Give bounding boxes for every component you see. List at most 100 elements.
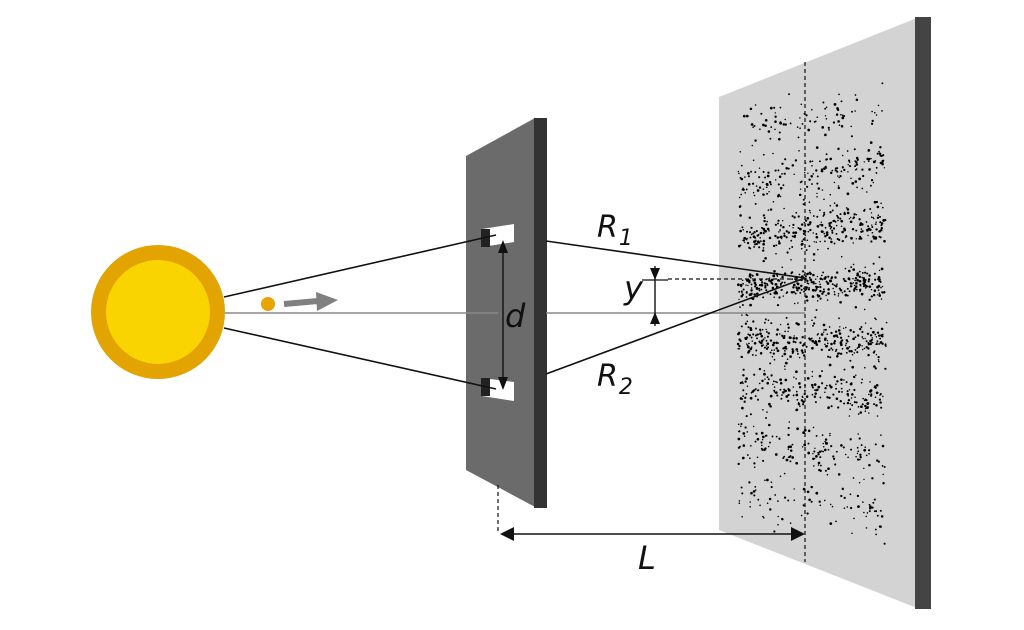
detection-dot: [864, 366, 866, 369]
detection-dot: [741, 516, 743, 518]
detection-dot: [872, 293, 876, 297]
detection-dot: [744, 322, 748, 325]
detection-dot: [806, 299, 809, 302]
detection-dot: [769, 208, 773, 211]
detection-dot: [880, 515, 884, 518]
detection-dot: [783, 365, 786, 367]
detection-dot: [852, 337, 855, 341]
detection-dot: [744, 396, 747, 399]
detection-dot: [761, 444, 763, 447]
detection-dot: [811, 319, 813, 322]
detection-dot: [738, 500, 741, 502]
detection-dot: [837, 216, 840, 219]
detection-dot: [784, 345, 787, 348]
detection-dot: [758, 367, 762, 371]
detection-dot: [738, 348, 741, 350]
detection-dot: [736, 342, 740, 346]
path-r1: [545, 240, 806, 279]
detection-dot: [764, 337, 766, 339]
detection-dot: [760, 341, 763, 345]
detection-dot: [878, 292, 881, 295]
detection-dot: [831, 349, 834, 351]
detection-dot: [781, 334, 784, 338]
detection-dot: [808, 178, 811, 181]
detection-dot: [742, 395, 745, 398]
detection-dot: [773, 389, 776, 392]
detection-dot: [791, 443, 794, 446]
detection-dot: [800, 247, 803, 250]
detection-dot: [807, 429, 811, 433]
detection-dot: [770, 374, 773, 377]
detection-dot: [868, 168, 871, 171]
detection-dot: [802, 203, 805, 206]
detection-dot: [848, 346, 851, 348]
detection-dot: [755, 349, 758, 352]
detection-dot: [819, 283, 821, 286]
detection-dot: [828, 224, 831, 227]
detection-dot: [763, 372, 766, 376]
detection-dot: [811, 289, 814, 291]
detection-dot: [749, 396, 753, 400]
detection-dot: [835, 204, 839, 207]
detection-dot: [793, 376, 795, 378]
detection-dot: [786, 323, 790, 326]
detection-dot: [853, 352, 856, 354]
detection-dot: [757, 241, 761, 244]
detection-dot: [870, 122, 874, 125]
detection-dot: [791, 246, 794, 248]
detection-dot: [838, 176, 840, 179]
detection-dot: [860, 381, 863, 384]
detection-dot: [761, 379, 764, 383]
detection-dot: [743, 236, 747, 240]
detection-dot: [833, 202, 836, 204]
detection-dot: [839, 399, 842, 403]
detection-dot: [858, 343, 861, 347]
detection-dot: [754, 489, 757, 491]
detection-dot: [764, 378, 766, 380]
detection-dot: [775, 341, 778, 345]
detection-dot: [807, 172, 809, 174]
detection-dot: [816, 275, 819, 278]
detection-dot: [737, 347, 740, 350]
detection-dot: [747, 172, 750, 175]
detection-dot: [838, 332, 842, 335]
detection-dot: [813, 457, 816, 460]
detection-dot: [753, 373, 756, 376]
detection-dot: [826, 282, 830, 285]
detection-dot: [860, 326, 863, 328]
detection-dot: [758, 167, 761, 169]
detection-dot: [813, 395, 817, 399]
detection-dot: [753, 494, 756, 497]
detection-dot: [855, 163, 859, 166]
detection-dot: [789, 455, 792, 457]
detection-dot: [769, 293, 772, 296]
detection-dot: [874, 333, 877, 336]
detection-dot: [840, 113, 842, 116]
detection-dot: [771, 343, 775, 347]
detection-dot: [759, 504, 761, 507]
detection-dot: [835, 271, 839, 274]
detection-dot: [738, 445, 741, 448]
detection-dot: [787, 448, 790, 450]
detection-dot: [817, 248, 819, 251]
detection-dot: [857, 450, 860, 453]
detection-dot: [779, 323, 782, 326]
detection-dot: [806, 490, 810, 494]
detection-dot: [833, 340, 837, 343]
detection-dot: [872, 262, 875, 265]
detection-dot: [847, 163, 849, 166]
detection-dot: [878, 398, 882, 401]
detection-dot: [804, 234, 807, 236]
detection-dot: [839, 336, 843, 339]
detection-dot: [815, 233, 818, 235]
detection-dot: [833, 291, 836, 293]
detection-dot: [759, 231, 763, 235]
detection-dot: [830, 331, 833, 335]
detection-dot: [792, 291, 795, 294]
detection-dot: [743, 239, 746, 242]
detection-dot: [792, 394, 795, 397]
detection-dot: [778, 240, 781, 243]
detection-dot: [845, 381, 848, 384]
detection-dot: [841, 240, 844, 243]
